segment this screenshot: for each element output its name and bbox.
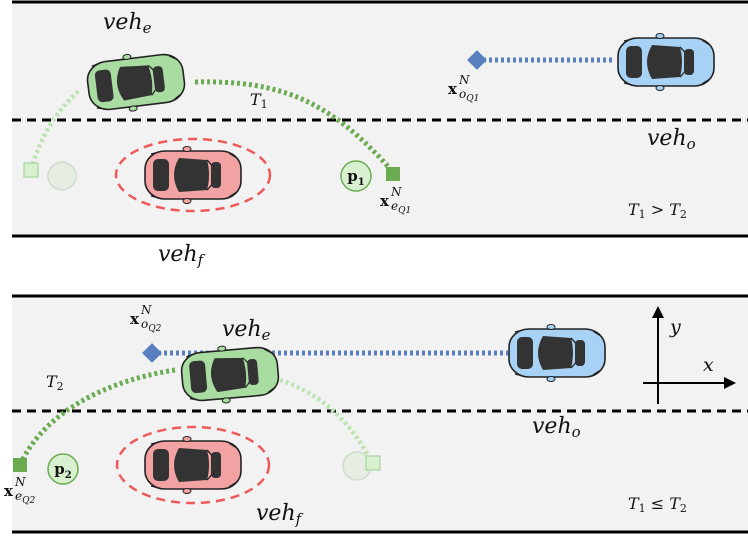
bottom-front-vehicle-label: vehf — [256, 501, 302, 528]
top-ego-vehicle-label: vehe — [103, 10, 152, 37]
bottom-obstacle-vehicle-icon — [508, 324, 606, 382]
bottom-panel — [12, 294, 748, 534]
bottom-road — [12, 296, 748, 532]
x-axis-label: x — [703, 354, 714, 376]
top-front-vehicle-label: vehf — [158, 242, 204, 269]
bottom-obstacle-terminal-marker — [142, 343, 162, 363]
top-obstacle-terminal-marker — [467, 50, 487, 70]
top-time-condition: T1 > T2 — [628, 200, 687, 221]
bottom-ego-faded-marker — [365, 455, 381, 471]
bottom-ego-faded-path — [279, 377, 375, 465]
top-ego-vehicle-icon — [86, 53, 186, 112]
bottom-ego-vehicle-label: vehe — [222, 317, 271, 344]
top-obstacle-vehicle-icon — [617, 33, 715, 91]
top-waypoint-label: p1 — [347, 167, 365, 188]
bottom-front-vehicle-safety-ellipse — [115, 425, 271, 505]
top-panel — [12, 0, 748, 238]
bottom-ego-predicted-path — [17, 367, 176, 467]
bottom-obstacle-vehicle-label: veho — [532, 414, 581, 441]
top-ego-faded-path — [28, 88, 82, 171]
bottom-time-T2-label: T2 — [46, 372, 64, 393]
bottom-front-vehicle-icon — [144, 436, 242, 494]
top-ego-predicted-path — [194, 79, 395, 174]
bottom-time-condition: T1 ≤ T2 — [628, 494, 687, 515]
bottom-waypoint-circle — [47, 453, 79, 485]
top-faded-waypoint — [47, 161, 77, 191]
y-axis-label: y — [670, 316, 681, 338]
top-obstacle-vehicle-label: veho — [647, 126, 696, 153]
top-ego-terminal-marker — [386, 167, 400, 181]
top-ego-faded-marker — [23, 162, 39, 178]
bottom-waypoint-label: p2 — [54, 460, 72, 481]
top-front-vehicle-safety-ellipse — [114, 137, 272, 213]
top-front-vehicle-icon — [144, 146, 242, 204]
bottom-ego-vehicle-icon — [180, 345, 280, 404]
top-time-T1-label: T1 — [250, 90, 268, 111]
coordinate-axes-icon — [643, 306, 736, 404]
top-waypoint-circle — [340, 160, 372, 192]
bottom-ego-terminal-marker — [13, 458, 27, 472]
